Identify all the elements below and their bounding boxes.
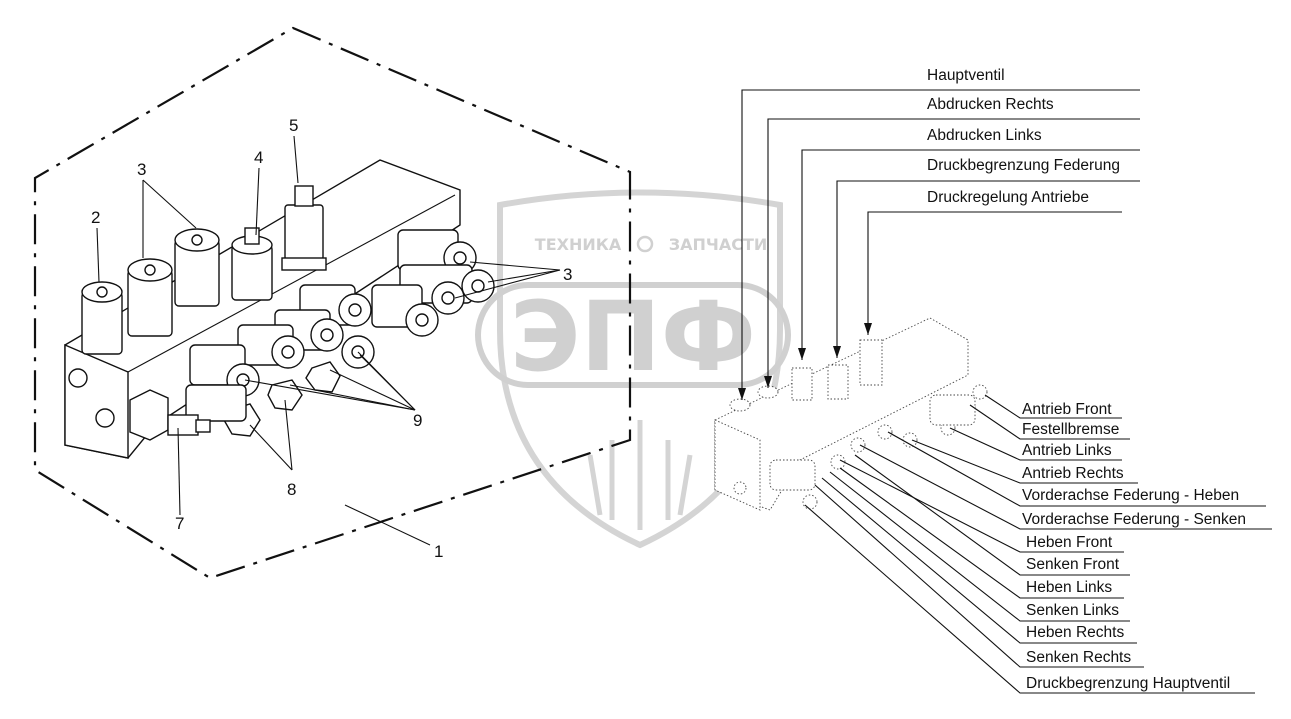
label-antrieb-links: Antrieb Links — [1022, 442, 1112, 459]
valve-block-left — [64, 159, 495, 459]
label-antrieb-rechts: Antrieb Rechts — [1022, 465, 1124, 482]
top-label-leaders — [738, 89, 1140, 400]
label-hauptventil: Hauptventil — [927, 67, 1005, 84]
label-festellbremse: Festellbremse — [1022, 421, 1119, 438]
hex-plug-9 — [305, 361, 341, 393]
watermark-capsule — [475, 282, 791, 388]
watermark: ТЕХНИКА ЗАПЧАСТИ ЭПФ — [475, 189, 791, 549]
label-druckbegrenzung-federung: Druckbegrenzung Federung — [927, 157, 1120, 174]
label-abdrucken-rechts: Abdrucken Rechts — [927, 96, 1054, 113]
callout-3b: 3 — [563, 265, 572, 284]
assembly-boundary-hexagon — [33, 26, 632, 580]
label-heben-rechts: Heben Rechts — [1026, 624, 1124, 641]
label-druckregelung-antriebe: Druckregelung Antriebe — [927, 189, 1089, 206]
solenoid-row-right — [371, 229, 495, 337]
watermark-text-right: ЗАПЧАСТИ — [669, 235, 768, 254]
valve-block-right — [714, 317, 988, 511]
label-druckbegrenzung-hauptventil: Druckbegrenzung Hauptventil — [1026, 675, 1230, 692]
callout-7: 7 — [175, 514, 184, 533]
solenoid-3a — [127, 258, 173, 337]
ghost-block-front — [714, 419, 761, 511]
callout-numbers: 1 2 3 3 4 5 7 8 9 — [91, 116, 572, 561]
valve-4 — [231, 227, 273, 301]
callout-1: 1 — [434, 542, 443, 561]
watermark-wheat-icon — [587, 420, 693, 530]
callout-5: 5 — [289, 116, 298, 135]
solenoid-2 — [81, 281, 123, 355]
label-vorderachse-federung-senken: Vorderachse Federung - Senken — [1022, 511, 1246, 528]
right-labels: Antrieb Front Festellbremse Antrieb Link… — [1022, 401, 1246, 692]
relief-valve-7 — [129, 389, 211, 441]
callout-4: 4 — [254, 148, 263, 167]
watermark-text-left: ТЕХНИКА — [535, 235, 622, 254]
solenoid-row-middle — [185, 284, 375, 437]
port-hole — [95, 408, 115, 428]
label-senken-rechts: Senken Rechts — [1026, 649, 1131, 666]
callout-leaders-left — [96, 135, 561, 546]
port-hole — [68, 368, 88, 388]
watermark-gear-icon — [636, 235, 654, 253]
label-heben-links: Heben Links — [1026, 579, 1112, 596]
label-abdrucken-links: Abdrucken Links — [927, 127, 1042, 144]
top-labels: Hauptventil Abdrucken Rechts Abdrucken L… — [927, 67, 1120, 206]
callout-8: 8 — [287, 480, 296, 499]
watermark-big-text: ЭПФ — [510, 281, 756, 393]
callout-9: 9 — [413, 411, 422, 430]
callout-2: 2 — [91, 208, 100, 227]
label-antrieb-front: Antrieb Front — [1022, 401, 1112, 418]
solenoid-3b — [174, 228, 220, 307]
label-senken-front: Senken Front — [1026, 556, 1120, 573]
label-heben-front: Heben Front — [1026, 534, 1113, 551]
label-vorderachse-federung-heben: Vorderachse Federung - Heben — [1022, 487, 1239, 504]
label-senken-links: Senken Links — [1026, 602, 1119, 619]
hex-plug-8 — [267, 379, 303, 411]
callout-3a: 3 — [137, 160, 146, 179]
right-label-leaders — [804, 394, 1272, 694]
sensor-5 — [281, 185, 327, 271]
